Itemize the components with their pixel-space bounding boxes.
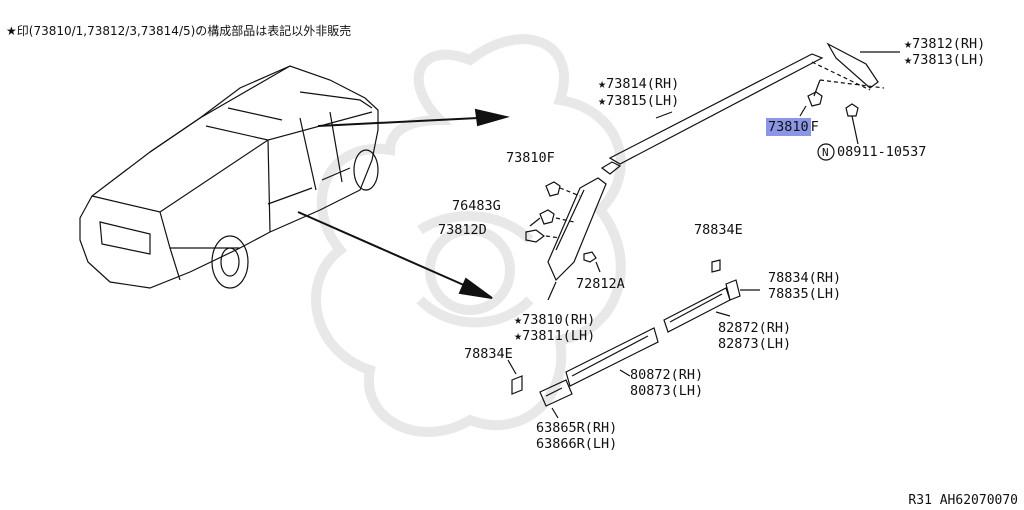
hl-text-a: 7381 [768, 119, 801, 135]
label-82873[interactable]: 82873(LH) [718, 336, 792, 352]
label-08911-10537[interactable]: 08911-10537 [837, 144, 927, 160]
diagram-code: R31 AH62070070 [908, 493, 1018, 508]
label-78834e-upper[interactable]: 78834E [694, 222, 743, 238]
label-82872[interactable]: 82872(RH) [718, 320, 792, 336]
label-73812d[interactable]: 73812D [438, 222, 487, 238]
label-63865r[interactable]: 63865R(RH) [536, 420, 618, 436]
n-symbol-circle [817, 143, 835, 161]
hl-text-c: F [810, 119, 819, 135]
label-73814[interactable]: ★73814(RH) [598, 76, 680, 92]
hl-text-b: 0 [800, 119, 809, 135]
label-76483g[interactable]: 76483G [452, 198, 501, 214]
label-73810f[interactable]: 73810F [506, 150, 555, 166]
label-73811[interactable]: ★73811(LH) [514, 328, 596, 344]
car-illustration [79, 65, 379, 289]
side-moldings [507, 259, 760, 419]
label-80872[interactable]: 80872(RH) [630, 367, 704, 383]
label-73810[interactable]: ★73810(RH) [514, 312, 596, 328]
pillar-molding [525, 177, 607, 301]
label-73813[interactable]: ★73813(LH) [904, 52, 986, 68]
n-symbol-letter: N [822, 146, 829, 159]
label-78834e-lower[interactable]: 78834E [464, 346, 513, 362]
label-78834[interactable]: 78834(RH) [768, 270, 842, 286]
note-text: ★印(73810/1,73812/3,73814/5)の構成部品は表記以外非販売 [6, 24, 352, 38]
label-78835[interactable]: 78835(LH) [768, 286, 842, 302]
label-73815[interactable]: ★73815(LH) [598, 93, 680, 109]
label-63866r[interactable]: 63866R(LH) [536, 436, 618, 452]
label-73812[interactable]: ★73812(RH) [904, 36, 986, 52]
label-72812a[interactable]: 72812A [576, 276, 625, 292]
roof-molding [600, 42, 900, 175]
label-80873[interactable]: 80873(LH) [630, 383, 704, 399]
pointer-arrows [297, 108, 510, 299]
